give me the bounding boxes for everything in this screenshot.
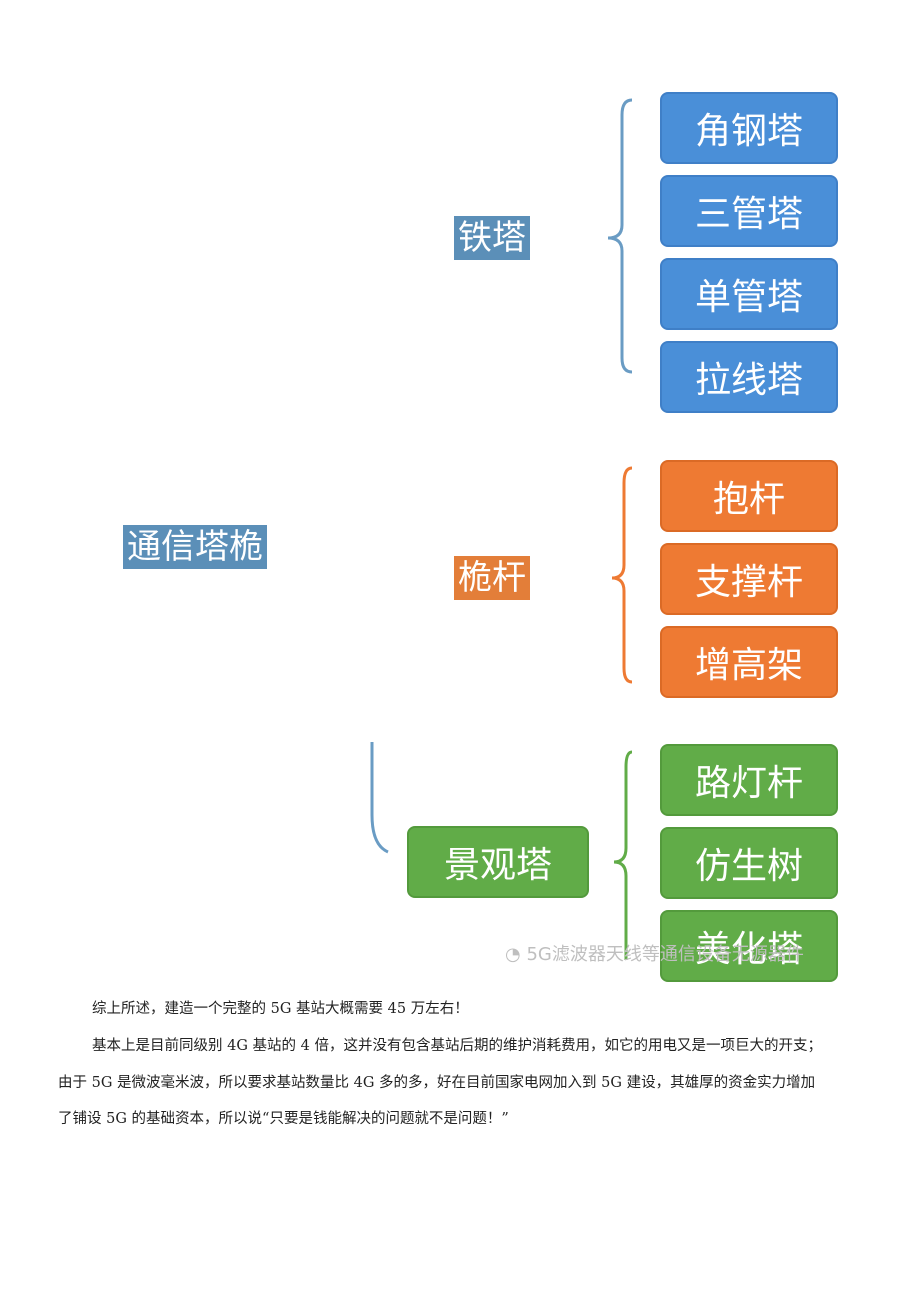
watermark-text: 5G滤波器天线等通信设备无源器件 [526,944,804,965]
group-label-mast: 桅杆 [454,556,530,600]
item-streetlight-pole: 路灯杆 [660,744,838,816]
paragraph-line-1: 基本上是目前同级别 4G 基站的 4 倍，这并没有包含基站后期的维护消耗费用，如… [92,1038,822,1054]
group-label-tower: 铁塔 [454,216,530,260]
paragraph-line-2: 由于 5G 是微波毫米波，所以要求基站数量比 4G 多的多，好在目前国家电网加入… [58,1075,816,1091]
item-guyed-tower: 拉线塔 [660,341,838,413]
item-bionic-tree: 仿生树 [660,827,838,899]
wechat-icon: ◔ [505,944,521,965]
item-single-tube-tower: 单管塔 [660,258,838,330]
item-angle-steel-tower: 角钢塔 [660,92,838,164]
group-label-landscape: 景观塔 [407,826,589,898]
bracket-lines [370,98,633,960]
item-booster-frame: 增高架 [660,626,838,698]
diagram-root: 通信塔桅 [123,525,267,569]
watermark: ◔ 5G滤波器天线等通信设备无源器件 [505,940,804,966]
item-pole: 抱杆 [660,460,838,532]
item-three-tube-tower: 三管塔 [660,175,838,247]
item-beautified-tower: 美化塔 [660,910,838,982]
item-support-pole: 支撑杆 [660,543,838,615]
paragraph-line-3: 了铺设 5G 的基础资本，所以说“只要是钱能解决的问题就不是问题！” [58,1111,509,1127]
paragraph-summary: 综上所述，建造一个完整的 5G 基站大概需要 45 万左右！ [92,1001,469,1017]
